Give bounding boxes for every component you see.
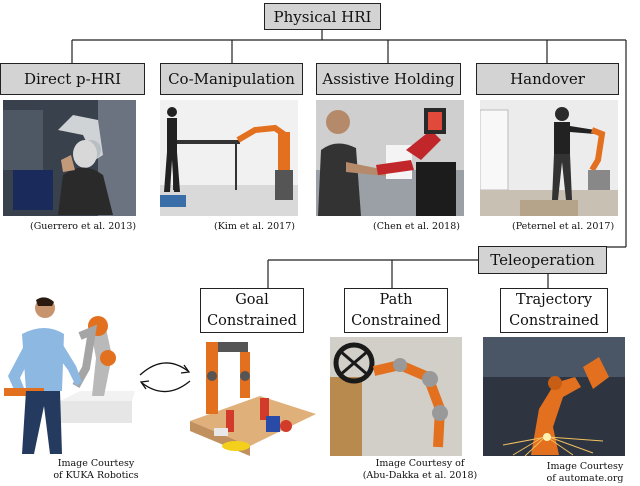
courtesy-kuka-line1: Image Courtesy bbox=[57, 458, 135, 469]
trajectory-line2: Constrained bbox=[509, 312, 599, 329]
category-assistive-holding: Assistive Holding bbox=[316, 63, 461, 95]
courtesy-abu-dakka-line2: (Abu-Dakka et al. 2018) bbox=[362, 470, 478, 481]
photo-trajectory-constrained bbox=[483, 337, 625, 456]
courtesy-kuka-line2: of KUKA Robotics bbox=[53, 470, 139, 481]
category-direct-phri: Direct p-HRI bbox=[0, 63, 145, 95]
path-constrained-node: Path Constrained bbox=[344, 288, 448, 333]
courtesy-abu-dakka: Image Courtesy of (Abu-Dakka et al. 2018… bbox=[355, 458, 485, 482]
path-line1: Path bbox=[379, 291, 413, 308]
photo-goal-constrained bbox=[190, 336, 316, 456]
photo-path-constrained bbox=[330, 337, 462, 456]
citation-co-manipulation: (Kim et al. 2017) bbox=[214, 221, 295, 232]
photo-kuka-robotics bbox=[0, 296, 135, 454]
trajectory-constrained-node: Trajectory Constrained bbox=[500, 288, 608, 333]
photo-co-manipulation bbox=[160, 100, 298, 216]
trajectory-line1: Trajectory bbox=[515, 291, 593, 308]
citation-assistive-holding: (Chen et al. 2018) bbox=[373, 221, 460, 232]
teleoperation-node: Teleoperation bbox=[478, 246, 607, 274]
category-co-manipulation: Co-Manipulation bbox=[160, 63, 303, 95]
path-line2: Constrained bbox=[351, 312, 441, 329]
category-handover: Handover bbox=[476, 63, 619, 95]
courtesy-kuka: Image Courtesy of KUKA Robotics bbox=[46, 458, 146, 482]
photo-direct-phri bbox=[3, 100, 136, 216]
courtesy-automate-line1: Image Courtesy bbox=[546, 461, 624, 472]
citation-handover: (Peternel et al. 2017) bbox=[512, 221, 615, 232]
photo-handover bbox=[480, 100, 618, 216]
courtesy-automate-line2: of automate.org bbox=[546, 473, 624, 484]
photo-assistive-holding bbox=[316, 100, 464, 216]
goal-line1: Goal bbox=[235, 291, 269, 308]
citation-direct-phri: (Guerrero et al. 2013) bbox=[30, 221, 137, 232]
courtesy-automate: Image Courtesy of automate.org bbox=[535, 461, 635, 485]
goal-constrained-node: Goal Constrained bbox=[200, 288, 304, 333]
root-node: Physical HRI bbox=[264, 3, 381, 30]
cycle-arrows-icon bbox=[139, 362, 191, 393]
courtesy-abu-dakka-line1: Image Courtesy of bbox=[375, 458, 465, 469]
goal-line2: Constrained bbox=[207, 312, 297, 329]
